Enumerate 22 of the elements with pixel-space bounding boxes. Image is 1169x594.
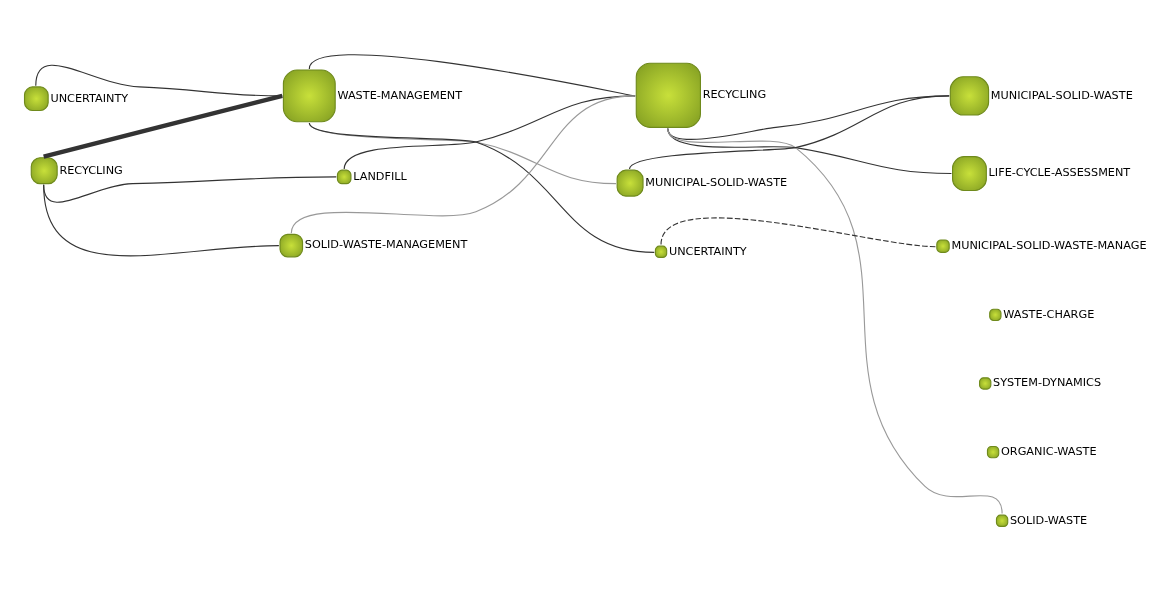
node-label: SYSTEM-DYNAMICS	[993, 375, 1102, 389]
connector	[43, 175, 337, 203]
node-label: LIFE-CYCLE-ASSESSMENT	[988, 165, 1131, 179]
node-label: RECYCLING	[59, 163, 123, 177]
node-label: SOLID-WASTE-MANAGEMENT	[304, 237, 468, 251]
node-label: ORGANIC-WASTE	[1000, 444, 1097, 458]
node-label: WASTE-CHARGE	[1003, 307, 1095, 321]
connector	[628, 94, 950, 170]
node-label: MUNICIPAL-SOLID-WASTE	[990, 88, 1133, 102]
node-label: WASTE-MANAGEMENT	[337, 88, 463, 102]
connector	[660, 216, 937, 247]
node-label: LANDFILL	[353, 169, 407, 183]
node-label: UNCERTAINTY	[668, 244, 747, 258]
node-label: SOLID-WASTE	[1009, 513, 1088, 527]
node-label: RECYCLING	[702, 87, 767, 101]
connector	[290, 94, 636, 234]
connector	[43, 183, 280, 256]
connector	[43, 93, 283, 159]
node-label: UNCERTAINTY	[50, 91, 129, 105]
node-label: MUNICIPAL-SOLID-WASTE-MANAGE	[951, 238, 1147, 252]
connector	[308, 121, 655, 253]
node-label: MUNICIPAL-SOLID-WASTE	[645, 175, 788, 189]
